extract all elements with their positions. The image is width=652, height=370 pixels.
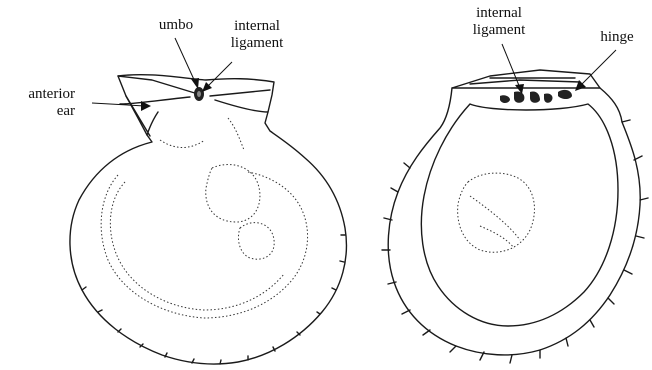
- left-shell: [70, 75, 347, 364]
- internal-ligament-left-label-line1: internal: [214, 18, 300, 34]
- hinge-label: hinge: [588, 29, 646, 45]
- internal-ligament-left-label-line2: ligament: [214, 35, 300, 51]
- anterior-ear-label-line2: ear: [0, 103, 75, 119]
- anterior-ear-label-line1: anterior: [0, 86, 75, 102]
- right-shell: [382, 70, 648, 363]
- umbo-label: umbo: [149, 17, 203, 33]
- right-shell-outline: [388, 88, 640, 355]
- internal-ligament-right-label-line1: internal: [456, 5, 542, 21]
- internal-ligament-right-label-line2: ligament: [456, 22, 542, 38]
- hinge-arrow: [580, 50, 616, 86]
